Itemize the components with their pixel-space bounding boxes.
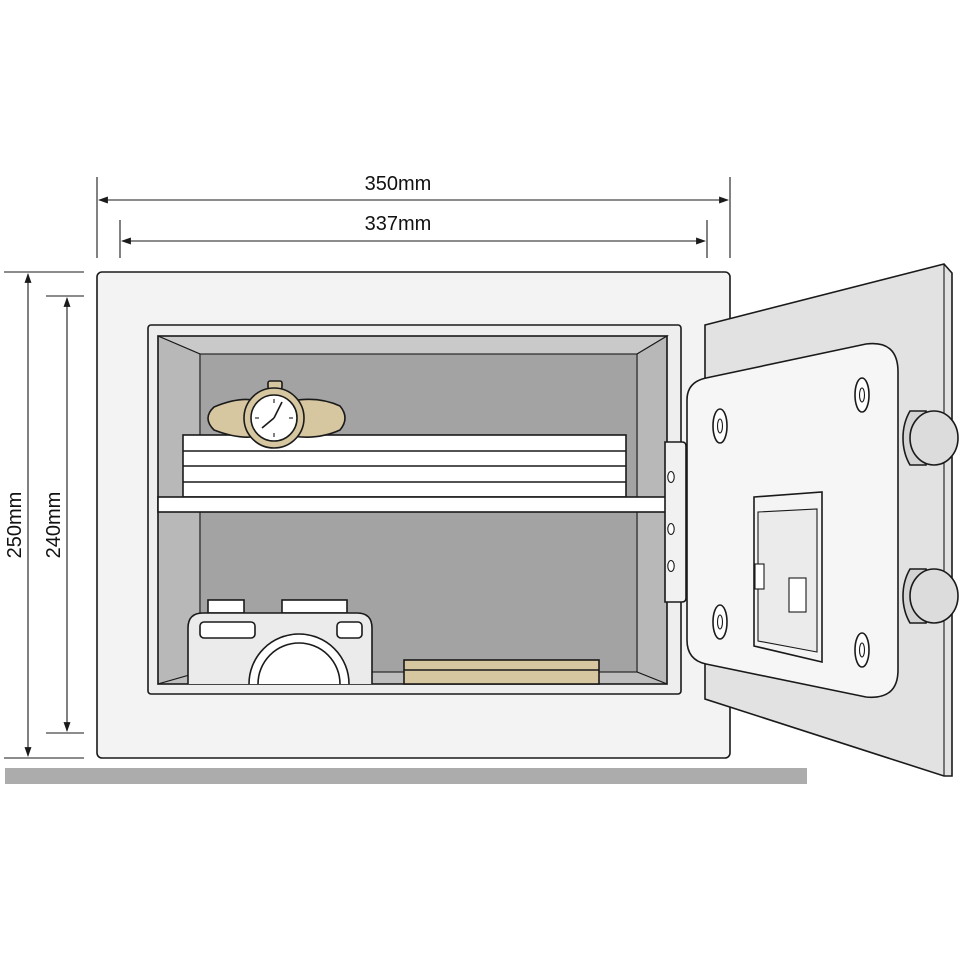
door-hinge bbox=[664, 441, 687, 603]
panel-screws bbox=[712, 377, 870, 668]
document-stack bbox=[182, 434, 627, 498]
safe-cabinet bbox=[96, 271, 731, 759]
safe-door bbox=[664, 263, 959, 777]
inner-width-label: 337mm bbox=[365, 213, 432, 235]
camera-icon bbox=[187, 599, 373, 685]
outer-height-label: 250mm bbox=[4, 492, 26, 559]
interior-top-wall bbox=[157, 335, 669, 355]
watch-icon bbox=[207, 380, 346, 449]
width-dimensions: 350mm 337mm bbox=[96, 173, 731, 258]
outer-width-label: 350mm bbox=[365, 173, 432, 195]
envelope-icon bbox=[403, 659, 600, 685]
inner-height-label: 240mm bbox=[43, 492, 65, 559]
height-dimensions: 250mm 240mm bbox=[4, 271, 84, 759]
floor-bar bbox=[5, 768, 807, 784]
locking-bolts bbox=[902, 410, 959, 624]
shelf bbox=[157, 496, 668, 513]
bolt-icon bbox=[909, 410, 959, 466]
keypad-icon bbox=[753, 491, 823, 664]
bolt-icon bbox=[909, 568, 959, 624]
